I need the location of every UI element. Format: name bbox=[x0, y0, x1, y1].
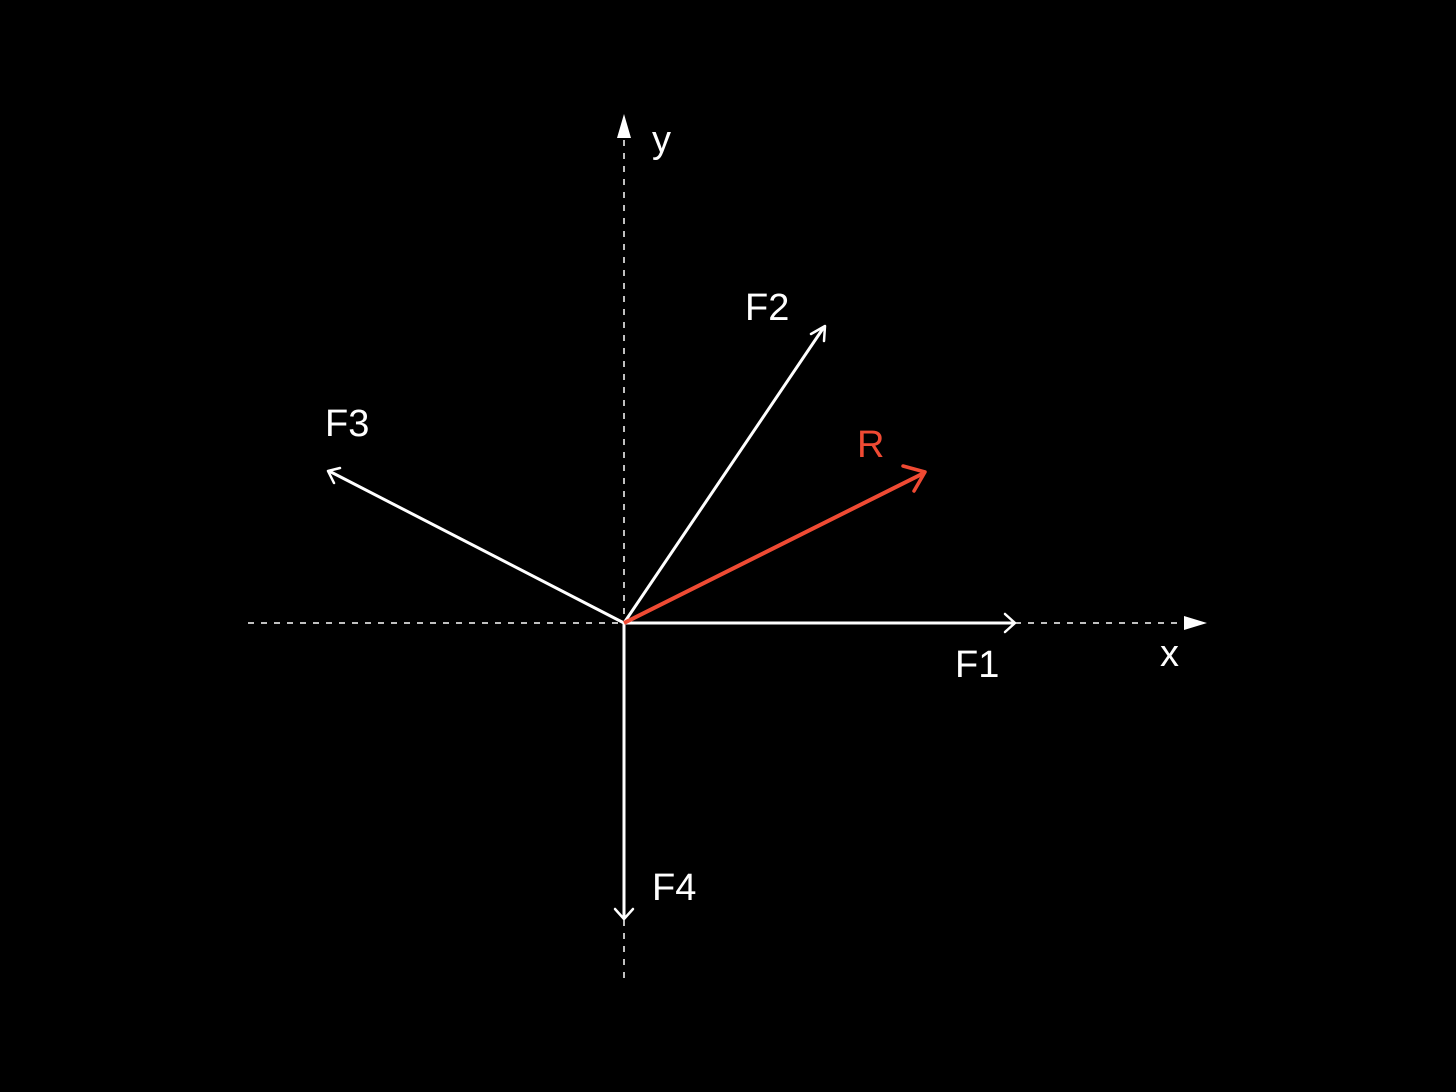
vector-f4 bbox=[613, 623, 635, 921]
y-axis-arrowhead bbox=[617, 114, 631, 138]
vector-f3 bbox=[326, 466, 625, 625]
vector-f1-label: F1 bbox=[955, 644, 999, 686]
vector-r-label: R bbox=[857, 424, 884, 466]
vector-f4-label: F4 bbox=[652, 867, 696, 909]
y-axis-label: y bbox=[652, 119, 671, 161]
vector-f3-label: F3 bbox=[325, 403, 369, 445]
x-axis-arrowhead bbox=[1184, 616, 1207, 630]
vector-r bbox=[623, 464, 927, 625]
vector-f2 bbox=[622, 324, 827, 624]
vector-f1 bbox=[624, 612, 1017, 634]
x-axis-label: x bbox=[1160, 633, 1179, 675]
vector-f2-label: F2 bbox=[745, 287, 789, 329]
